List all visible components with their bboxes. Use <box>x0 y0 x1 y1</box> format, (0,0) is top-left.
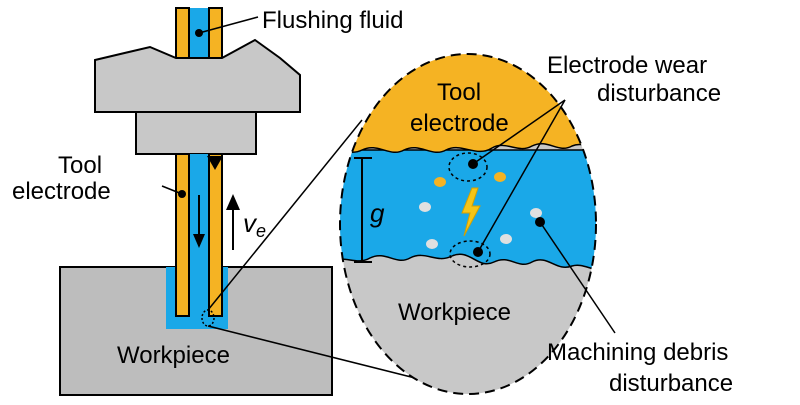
zoom-outline <box>339 53 597 395</box>
tool-electrode-left-line1: Tool <box>58 152 102 179</box>
flow-arrow-up <box>193 195 205 248</box>
debris-leader <box>539 221 616 334</box>
electrode-wear-line2: disturbance <box>597 80 721 107</box>
gap-dimension <box>354 157 372 263</box>
gap-label: g <box>370 198 385 228</box>
spark-icon <box>461 187 481 237</box>
workpiece-left-label: Workpiece <box>117 342 230 369</box>
zoom-connector-top <box>207 119 363 311</box>
velocity-label: ve <box>243 208 266 241</box>
electrode-wear-line1: Electrode wear <box>547 52 707 79</box>
tube-upper <box>175 7 223 59</box>
wear-leader-1 <box>472 99 566 165</box>
flow-arrow-tip <box>207 156 223 170</box>
velocity-arrow <box>226 194 240 250</box>
debris-line1: Machining debris <box>547 339 728 366</box>
tool-electrode-zoom-line1: Tool <box>437 79 481 106</box>
tool-electrode-left-line2: electrode <box>12 178 111 205</box>
flushing-fluid-leader <box>198 16 259 34</box>
tool-electrode-zoom-line2: electrode <box>410 110 509 137</box>
zoom-connector-bottom <box>207 325 424 381</box>
wear-spot-outline <box>448 152 488 182</box>
workpiece-zoom-label: Workpiece <box>398 299 511 326</box>
debris-line2: disturbance <box>609 370 733 397</box>
holder-collar <box>135 111 257 155</box>
flushing-fluid-label: Flushing fluid <box>262 7 403 34</box>
debris-particles <box>419 172 542 249</box>
wear-leader-2 <box>477 99 566 253</box>
tool-electrode-leader <box>161 185 183 195</box>
debris-spot-outline <box>449 240 491 268</box>
